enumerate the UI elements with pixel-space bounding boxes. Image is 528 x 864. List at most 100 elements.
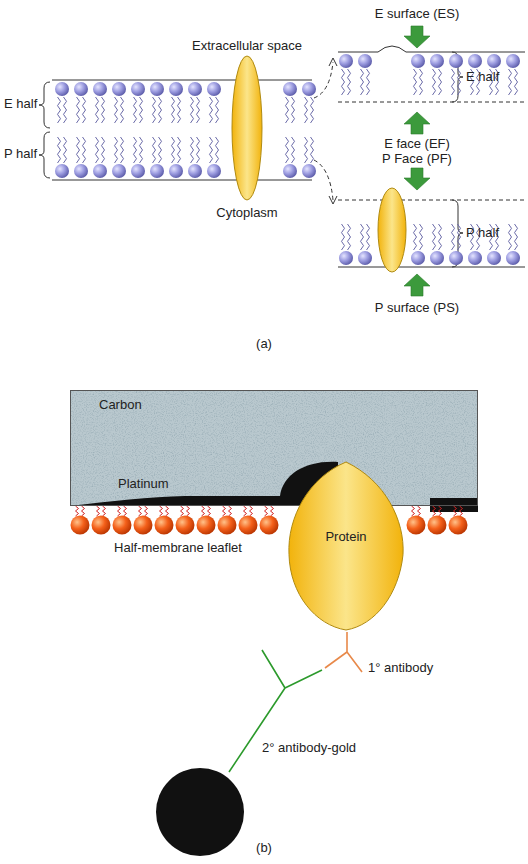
lipid-tail — [102, 137, 105, 163]
lipid-head — [197, 516, 216, 535]
lipid-tail — [76, 506, 79, 516]
lipid-tail — [172, 97, 175, 123]
lipid-head — [169, 164, 183, 178]
lipid-tail — [208, 506, 211, 516]
lipid-tail — [439, 224, 442, 250]
lipid-tail — [210, 97, 213, 123]
antibody-label: 2° antibody-gold — [262, 740, 356, 755]
lipid-head — [411, 251, 425, 265]
split-arrow — [314, 62, 333, 98]
lipid-tail — [160, 506, 163, 516]
lipid-head — [339, 54, 353, 68]
view-label: E face (EF) — [384, 136, 450, 151]
view-label: P surface (PS) — [375, 300, 459, 315]
lipid-head — [74, 164, 88, 178]
lipid-tail — [134, 97, 137, 123]
lipid-head — [283, 164, 297, 178]
half-label: P half — [466, 225, 499, 240]
node-text: Protein — [325, 529, 366, 544]
view-label: E surface (ES) — [375, 6, 460, 21]
view-arrow — [404, 274, 430, 296]
carbon-fill — [70, 390, 478, 506]
panel-label: (a) — [256, 336, 272, 351]
platinum-layer — [430, 498, 478, 512]
protein-body — [289, 462, 403, 630]
lipid-tail — [216, 137, 219, 163]
lipid-tail — [244, 506, 247, 516]
lipid-tail — [414, 69, 417, 95]
lipid-head — [260, 516, 279, 535]
lipid-head — [449, 54, 463, 68]
protein-outline — [285, 460, 407, 632]
lipid-tail — [58, 137, 61, 163]
membrane-line — [338, 46, 525, 52]
lipid-tail — [77, 137, 80, 163]
lipid-tail — [96, 97, 99, 123]
lipid-tail — [166, 506, 169, 516]
arrow-head — [329, 196, 337, 204]
lipid-tail — [96, 137, 99, 163]
layer-label: Platinum — [118, 476, 169, 491]
lipid-tail — [361, 69, 364, 95]
lipid-tail — [348, 224, 351, 250]
lipid-tail — [197, 97, 200, 123]
lipid-head — [74, 82, 88, 96]
lipid-tail — [159, 137, 162, 163]
lipid-head — [302, 82, 316, 96]
lipid-head — [207, 164, 221, 178]
lipid-tail — [121, 97, 124, 123]
lipid-tail — [342, 69, 345, 95]
lipid-tail — [118, 506, 121, 516]
lipid-tail — [342, 224, 345, 250]
lipid-head — [113, 516, 132, 535]
lipid-tail — [58, 97, 61, 123]
lipid-tail — [191, 137, 194, 163]
lipid-tail — [271, 506, 274, 516]
lipid-head — [449, 251, 463, 265]
lipid-head — [358, 54, 372, 68]
lipid-tail — [229, 506, 232, 516]
lipid-head — [487, 251, 501, 265]
lipid-head — [71, 516, 90, 535]
lipid-head — [339, 251, 353, 265]
lipid-tail — [367, 69, 370, 95]
lipid-tail — [181, 506, 184, 516]
view-arrow — [404, 26, 430, 48]
lipid-tail — [153, 97, 156, 123]
lipid-tail — [124, 506, 127, 516]
antibody-label: 1° antibody — [368, 660, 433, 675]
lipid-head — [407, 516, 426, 535]
panel-label: (b) — [256, 840, 272, 855]
lipid-tail — [439, 506, 442, 516]
lipid-head — [487, 54, 501, 68]
lipid-tail — [439, 69, 442, 95]
lipid-tail — [418, 506, 421, 516]
lipid-tail — [305, 97, 308, 123]
lipid-tail — [145, 506, 148, 516]
lipid-head — [155, 516, 174, 535]
carbon-texture — [70, 390, 478, 506]
lipid-tail — [223, 506, 226, 516]
lipid-tail — [460, 506, 463, 516]
lipid-tail — [433, 224, 436, 250]
region-label: Extracellular space — [192, 38, 302, 53]
lipid-tail — [103, 506, 106, 516]
lipid-head — [131, 164, 145, 178]
lipid-tail — [286, 97, 289, 123]
lipid-tail — [414, 224, 417, 250]
half-membrane — [71, 506, 468, 535]
lipid-head — [92, 516, 111, 535]
fracture-line — [338, 102, 525, 103]
arrow-head — [329, 58, 337, 66]
lipid-head — [93, 82, 107, 96]
lipid-head — [134, 516, 153, 535]
lipid-tail — [452, 69, 455, 95]
lipid-head — [239, 516, 258, 535]
lipid-tail — [121, 137, 124, 163]
membrane-protein — [232, 56, 262, 200]
lipid-tail — [140, 97, 143, 123]
lipid-tail — [348, 69, 351, 95]
lipid-tail — [102, 97, 105, 123]
half-label: E half — [4, 96, 37, 111]
